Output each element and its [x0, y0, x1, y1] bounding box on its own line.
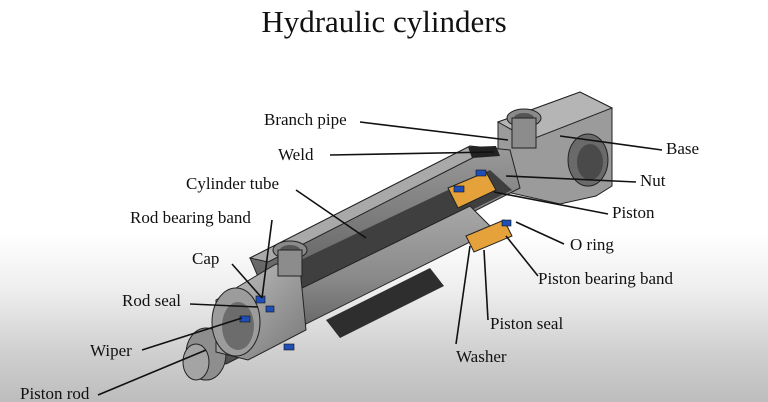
label-wiper: Wiper — [90, 341, 132, 360]
label-piston-seal: Piston seal — [490, 314, 563, 333]
piston-seal-mark — [453, 185, 465, 193]
seals-and-bands — [239, 169, 513, 351]
rod-seal-mark — [265, 305, 275, 313]
label-rod-seal: Rod seal — [122, 291, 181, 310]
labels: Branch pipe Weld Cylinder tube Rod beari… — [20, 110, 699, 402]
lower-seal-mark — [283, 343, 295, 351]
page-title: Hydraulic cylinders — [261, 4, 507, 39]
o-ring-mark — [501, 219, 512, 227]
label-cap: Cap — [192, 249, 219, 268]
wiper-mark — [239, 315, 251, 323]
label-rod-bearing-band: Rod bearing band — [130, 208, 251, 227]
label-piston-rod: Piston rod — [20, 384, 90, 402]
cylinder-tube — [248, 145, 521, 301]
label-piston: Piston — [612, 203, 655, 222]
piston-mark — [447, 171, 497, 209]
label-weld: Weld — [278, 145, 314, 164]
label-nut: Nut — [640, 171, 666, 190]
label-base: Base — [666, 139, 699, 158]
nut-seal-mark — [475, 169, 487, 177]
label-cylinder-tube: Cylinder tube — [186, 174, 279, 193]
label-o-ring: O ring — [570, 235, 614, 254]
label-washer: Washer — [456, 347, 507, 366]
piston-bearing-band-mark — [465, 219, 513, 253]
cap-part — [211, 240, 308, 361]
label-branch-pipe: Branch pipe — [264, 110, 347, 129]
base-block — [496, 91, 614, 205]
leader-lines — [97, 121, 663, 396]
label-piston-bearing-band: Piston bearing band — [538, 269, 674, 288]
